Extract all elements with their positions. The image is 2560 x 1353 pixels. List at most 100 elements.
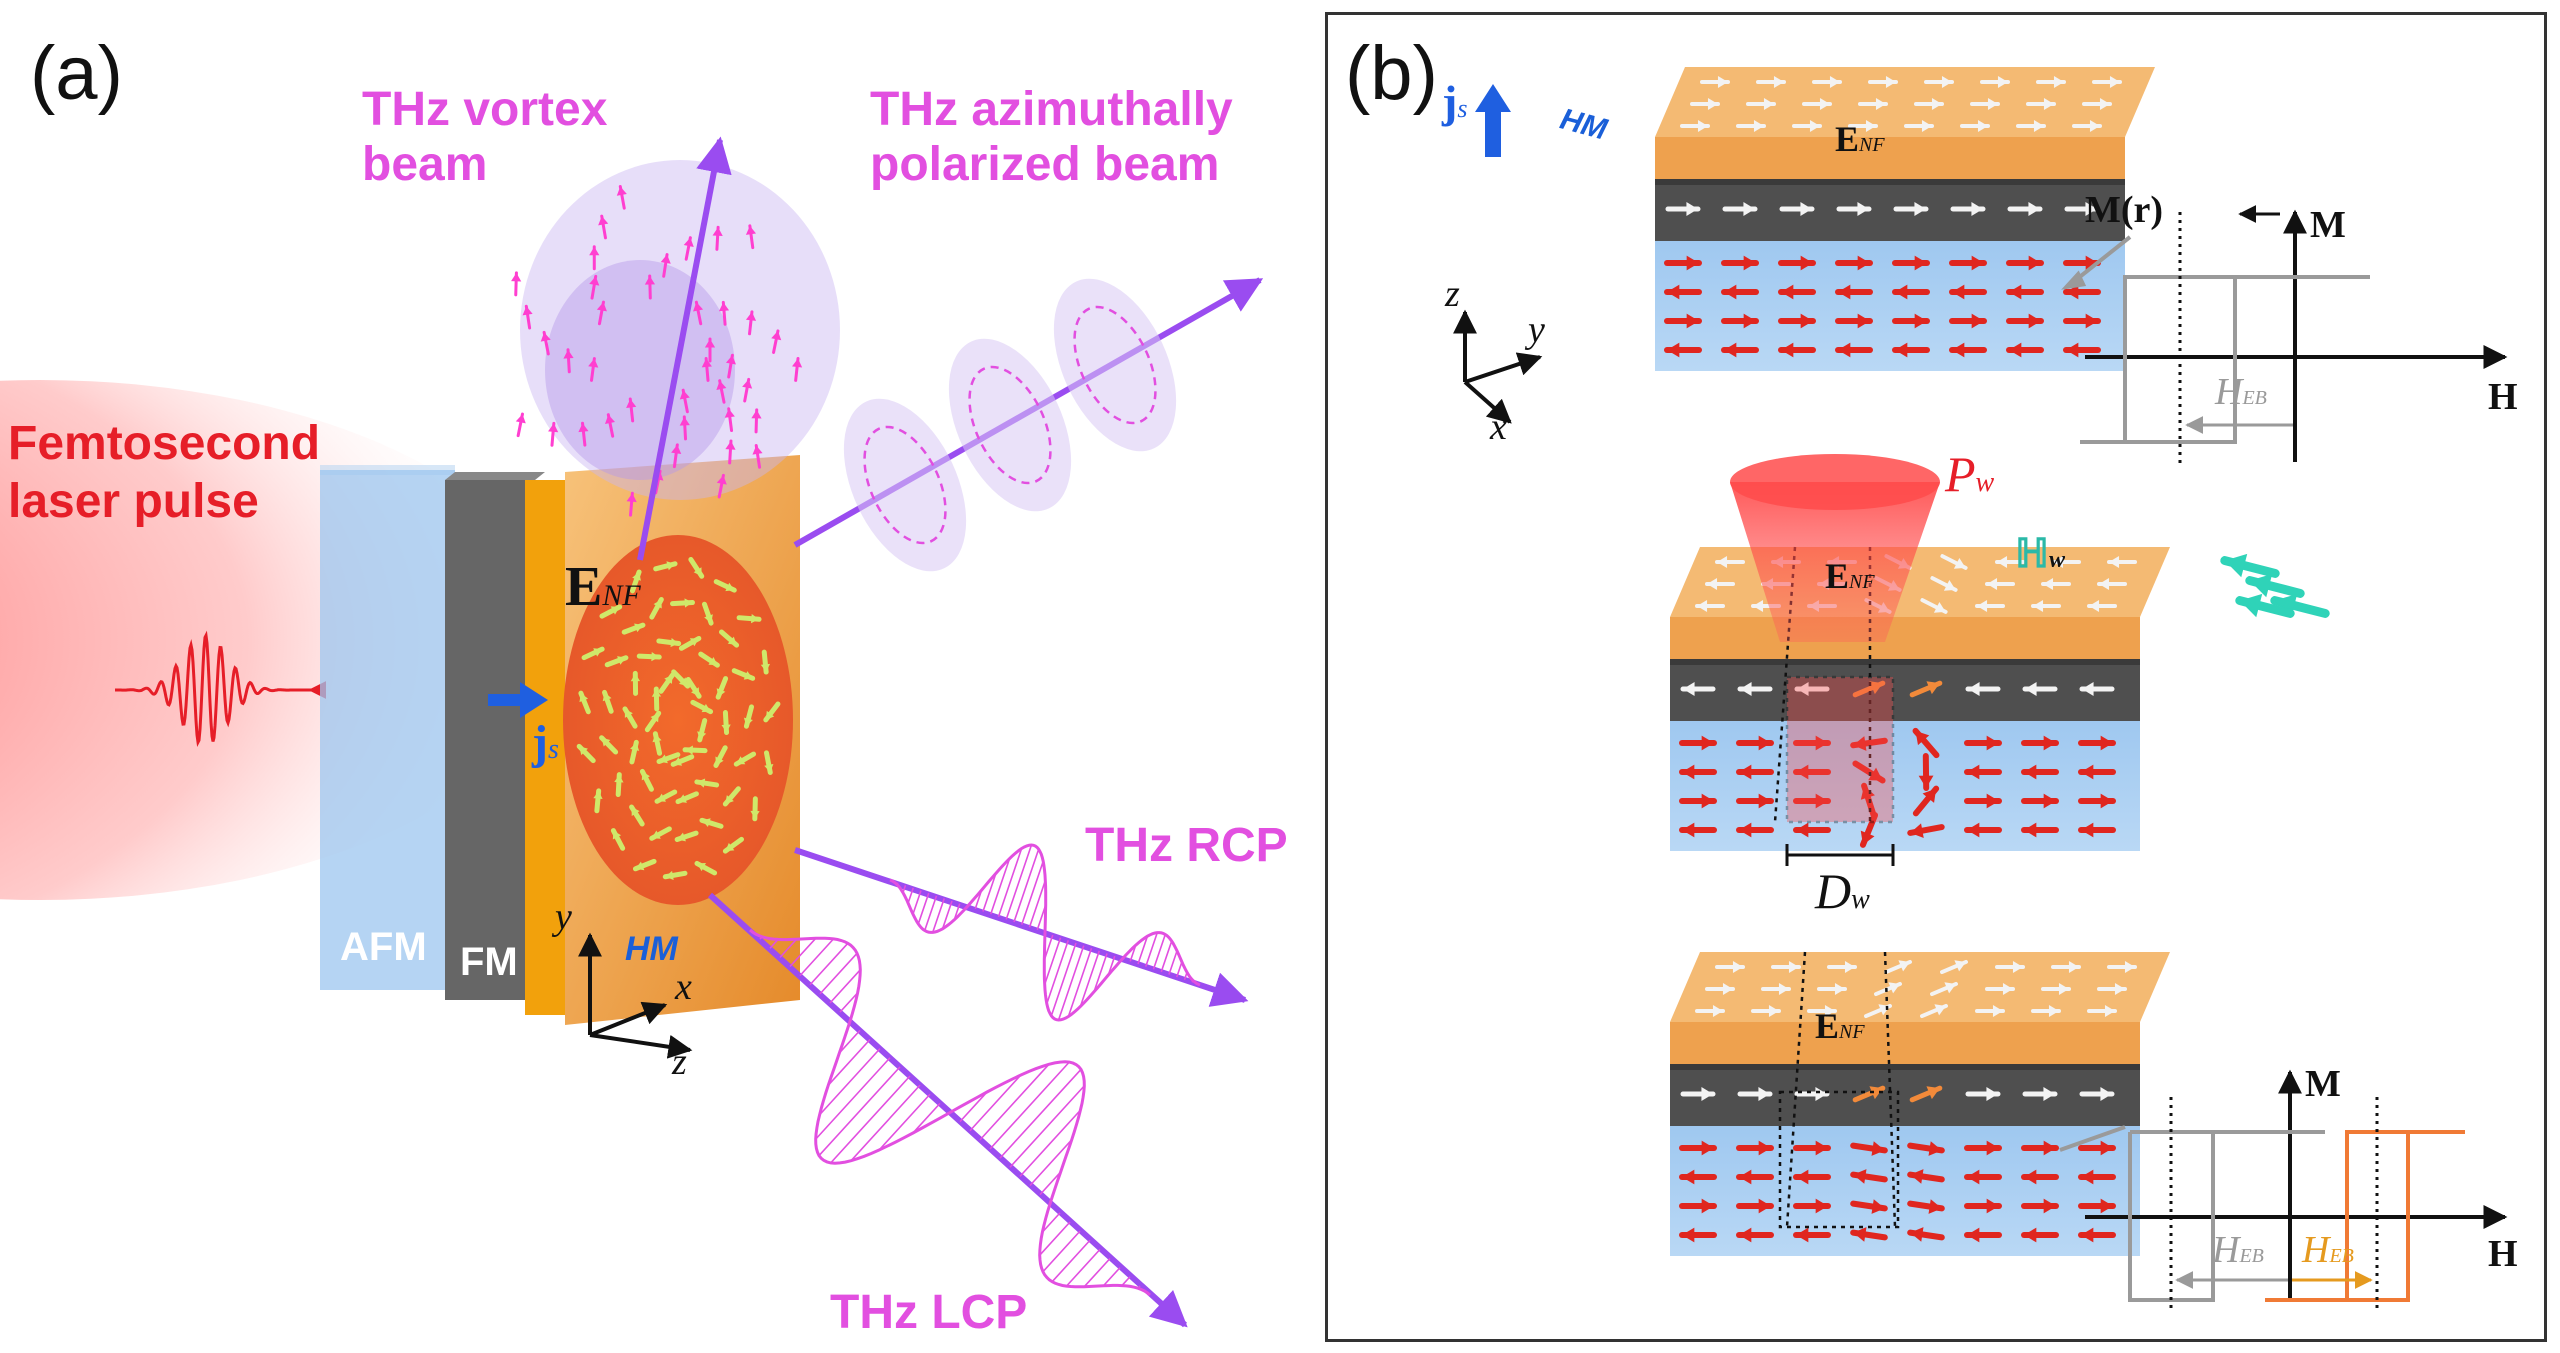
stackBot-afm-arrow-3-6-head xyxy=(2024,1227,2037,1243)
stackTop-afm-arrow-3-1-head xyxy=(1724,342,1737,358)
stackTop-hm-arrow-4-head xyxy=(1941,75,1952,89)
stackTop-hm-arrow-2-head xyxy=(1829,75,1840,89)
vortex-arrow-25-head xyxy=(644,276,656,285)
stackMid-fm-arrow-7-head xyxy=(2082,682,2094,696)
vortex-arrow-24-head xyxy=(616,186,627,196)
lcp-spoke-124 xyxy=(1041,1212,1061,1233)
vortex-arrow-36-head xyxy=(716,380,727,391)
stackTop-hm-arrow-7-head xyxy=(2109,75,2120,89)
stackMid-hm-arrow-4-head xyxy=(1953,557,1966,569)
loop-bot-gray-pointer xyxy=(2059,1125,2126,1152)
stackMid-afm-arrow-2-4-head xyxy=(1922,788,1937,803)
spot-arrow-19-head xyxy=(651,652,660,662)
hysteresis-loop-written xyxy=(2059,1069,2508,1312)
spot-arrow-10-head xyxy=(701,703,711,713)
azi-ring-0 xyxy=(863,425,947,545)
spot-arrow-4-head xyxy=(652,733,662,743)
spot-arrow-52-head xyxy=(632,571,641,581)
bot-domain-wall-1 xyxy=(1883,951,1897,1228)
spin-current-label: js xyxy=(532,715,559,770)
stackBot-hm-arrow-5-head xyxy=(2012,960,2023,974)
rcp-spoke-100 xyxy=(1057,945,1085,1021)
stackTop-afm-arrow-1-3-head xyxy=(1838,284,1851,300)
vortex-arrow-5-head xyxy=(679,390,690,400)
stackTop-afm-arrow-2-5-head xyxy=(1971,313,1984,329)
lcp-spoke-132 xyxy=(1042,1230,1081,1273)
spot-arrow-45-head xyxy=(635,861,645,871)
stackTop-hm-arrow-17-head xyxy=(1753,119,1764,133)
hw-arrow-3-head xyxy=(2239,593,2263,618)
spot-arrow-27-head xyxy=(677,832,686,842)
stackBot-afm-arrow-2-2-head xyxy=(1815,1198,1828,1214)
stackTop-fm-arrow-3-head xyxy=(1857,202,1869,216)
stackMid-hm-arrow-16-head xyxy=(1697,599,1708,613)
stackTop-hm-arrow-5-head xyxy=(1997,75,2008,89)
stackBot-afm-arrow-3-3-head xyxy=(1853,1227,1867,1242)
stackTop-afm-arrow-1-0-head xyxy=(1667,284,1680,300)
stackBot-hm-arrow-9-head xyxy=(1778,982,1789,996)
rcp-label: THz RCP xyxy=(1085,819,1288,872)
rcp-spoke-144 xyxy=(1168,950,1178,975)
stackTop-hm-arrow-11-head xyxy=(1875,97,1886,111)
stackBot-hm-arrow-20-head xyxy=(1934,1004,1946,1016)
stackBot-afm-arrow-3-1-head xyxy=(1739,1227,1752,1243)
spot-arrow-53-head xyxy=(666,561,676,571)
stackBot-afm-arrow-2-6-head xyxy=(2043,1198,2056,1214)
stackMid-afm-arrow-2-2-head xyxy=(1815,793,1828,809)
stackMid-afm-arrow-0-3-head xyxy=(1853,736,1867,751)
stackBot-afm-arrow-0-4-head xyxy=(1928,1141,1942,1156)
rcp-spoke-20 xyxy=(917,892,930,925)
stackMid-fm-edge xyxy=(1670,659,2140,665)
stackMid-afm-arrow-2-3-head xyxy=(1860,785,1875,800)
vortex-arrow-20-head xyxy=(596,302,607,312)
write-width-main: D xyxy=(1815,863,1852,919)
stackTop-afm-arrow-2-7-head xyxy=(2085,313,2098,329)
bot-domain-wall-0 xyxy=(1785,951,1807,1228)
hm-thin-layer xyxy=(525,480,570,1015)
hw-arrow-1-head xyxy=(2249,573,2273,598)
rcp-spoke-48 xyxy=(982,872,997,912)
stackBot-afm-arrow-2-1-head xyxy=(1758,1198,1771,1214)
stackTop-fm-arrow-1-head xyxy=(1743,202,1755,216)
lcp-spoke-8 xyxy=(769,938,779,949)
spin-current-main: j xyxy=(532,716,548,769)
spot-arrow-32-head xyxy=(602,692,612,702)
stackTop-hm-arrow-21-head xyxy=(1977,119,1988,133)
stackBot-afm-arrow-1-3-head xyxy=(1853,1169,1867,1184)
spot-arrow-0-head xyxy=(697,731,707,740)
vortex-arrow-22-head xyxy=(589,246,600,256)
lcp-spoke-136 xyxy=(1051,1239,1091,1283)
stackBot-hm-arrow-18-head xyxy=(1824,1004,1835,1018)
lcp-spoke-28 xyxy=(819,952,858,995)
lcp-spoke-140 xyxy=(1065,1248,1101,1287)
stackTop-afm-arrow-2-4-head xyxy=(1914,313,1927,329)
stackBot-afm-arrow-0-1-head xyxy=(1758,1140,1771,1156)
hw-arrow-0-head xyxy=(2224,553,2248,578)
vortex-label-line1: THz vortex xyxy=(362,83,608,136)
stackTop-afm-arrow-2-6-head xyxy=(2028,313,2041,329)
azi-disc-2 xyxy=(1053,278,1177,452)
stackTop-afm-arrow-0-7-head xyxy=(2085,255,2098,271)
vortex-arrow-31-head xyxy=(718,302,730,312)
lcp-spoke-128 xyxy=(1039,1221,1071,1256)
stackBot-afm-arrow-0-5-head xyxy=(1986,1140,1999,1156)
spot-arrow-55-head xyxy=(725,582,735,592)
spot-arrow-8-head xyxy=(678,677,688,687)
stackBot-hm-arrow-3-head xyxy=(1898,960,1910,972)
vortex-arrow-1-head xyxy=(725,355,737,365)
stackTop-afm-arrow-1-6-head xyxy=(2009,284,2022,300)
write-width-sub: w xyxy=(1851,884,1870,915)
stackTop-hm-arrow-6-head xyxy=(2053,75,2064,89)
rcp-spoke-140 xyxy=(1160,940,1173,973)
stackMid-hm-arrow-15-head xyxy=(2099,577,2110,591)
azi-ring-1 xyxy=(968,365,1052,485)
stackBot-fm-arrow-5-head xyxy=(1986,1087,1998,1101)
stack-initial xyxy=(1655,67,2155,371)
spot-arrow-46-head xyxy=(612,830,622,840)
rcp-spoke-64 xyxy=(1013,848,1040,923)
write-field-main: ℍ xyxy=(2015,531,2049,576)
loop-top-heb-main: H xyxy=(2215,371,2243,413)
spot-arrow-47-head xyxy=(593,790,603,799)
stackTop-hm-arrow-16-head xyxy=(1697,119,1708,133)
rcp-spoke-16 xyxy=(912,890,922,915)
